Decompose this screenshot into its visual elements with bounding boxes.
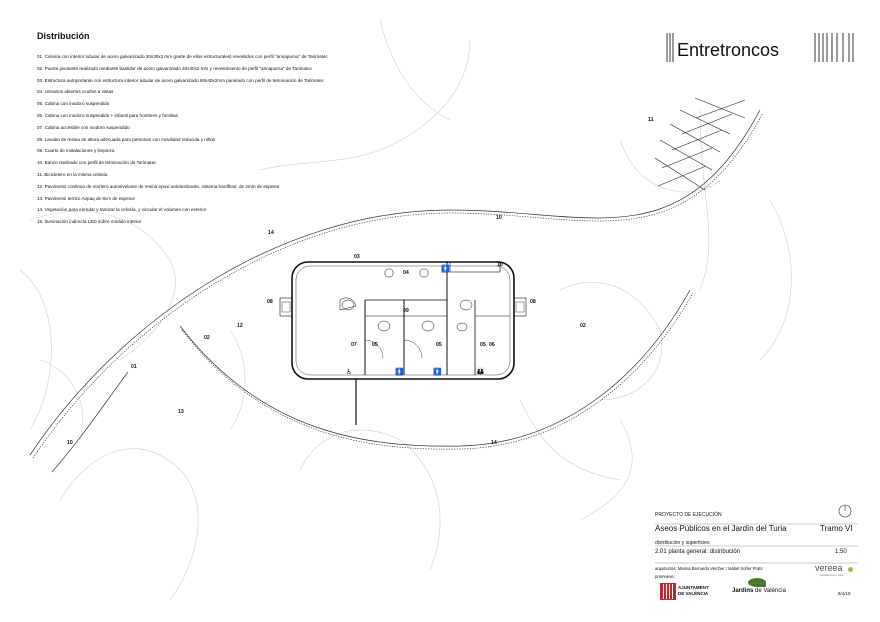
architects: arquitectos: Marina Bernardo Vercher / I… [655, 566, 763, 571]
plan-label: 14 [491, 440, 497, 446]
project-title: Aseos Públicos en el Jardín del Turia [655, 524, 787, 533]
legend-item: 09. Cuarto de instalaciones y limpieza [37, 148, 115, 154]
plan-label: 05 [372, 342, 378, 348]
promoter-label: promueve: [655, 574, 675, 579]
legend-item: 08. Lavabo de resina de altura adecuada … [37, 136, 216, 142]
plan-label: 10 [496, 215, 502, 221]
plan-label: 10 [67, 440, 73, 446]
legend-item: 15. Iluminación indirecta LED sobre módu… [37, 219, 142, 225]
legend-item: 04. Urinarios abiertos ocultos a vistas [37, 89, 114, 95]
legend-item: 06. Cabina con inodoro suspendido + infa… [37, 112, 178, 118]
client-jardins: Jardins de València [732, 588, 786, 594]
office-tagline: arquitectura y más [820, 573, 844, 577]
lattice-ring [29, 109, 764, 473]
vegetation-contours [19, 19, 792, 601]
plan-labels: 01 02 02 03 04 05 05 05 06 07 08 08 09 1… [67, 117, 654, 446]
drawing-date: 8/4/19 [838, 591, 851, 596]
legend-item: 12. Pavimento continuo de mortero autoni… [37, 183, 280, 189]
plan-label: 13 [178, 409, 184, 415]
north-arrow-icon [838, 504, 852, 518]
project-section: Tramo VI [820, 524, 853, 533]
plan-label: 03 [354, 254, 360, 260]
legend-item: 07. Cabina accesible con inodoro suspend… [37, 124, 130, 130]
legend-item: 03. Estructura autoportante con estructu… [37, 77, 324, 83]
legend-item: 14. Vegetación para enredar y tamizar la… [37, 207, 207, 213]
accessible-icon: ♿ [346, 368, 352, 376]
plan-label: 06 [489, 342, 495, 348]
legend-item: 13. Pavimento terrizo Airpaq de 8cm de e… [37, 195, 136, 201]
plan-label: 04 [403, 270, 409, 276]
plan-label: 05 [436, 342, 442, 348]
legend-list: 01. Celosía con interior tubular de acer… [37, 54, 328, 231]
sheet-name: 2.01 planta general: distribución [655, 549, 741, 555]
jardins-leaf-icon [748, 578, 766, 587]
person-icon: 🚹 [395, 367, 404, 376]
pavilion-building [279, 261, 527, 425]
plan-label: 07 [351, 342, 357, 348]
legend-title: Distribución [37, 31, 90, 41]
plan-label: 14 [268, 230, 274, 236]
plan-label: 15 [497, 262, 503, 268]
plan-label: 01 [131, 364, 137, 370]
legend-item: 02. Puerta pivotante realizado mediante … [37, 65, 313, 71]
family-icon: 👪 [476, 367, 485, 376]
office-logo: vereea [815, 563, 843, 573]
brand-name: Entretroncos [677, 40, 779, 60]
office-dot-icon [848, 567, 853, 572]
legend-item: 05. Cabina con inodoro suspendido [37, 101, 110, 107]
bicycle-rack [654, 97, 746, 191]
plan-label: 02 [204, 335, 210, 341]
title-block-lines [655, 523, 858, 564]
sheet-subtitle: distribución y superficies [655, 540, 710, 546]
entretroncos-logo: Entretroncos [666, 33, 854, 62]
client-ajuntament-line1: AJUNTAMENT [678, 585, 709, 590]
legend-item: 11. Bicicletero en la misma celosía [37, 171, 108, 177]
person-icon: 🚹 [441, 264, 450, 273]
person-icon: 🚹 [433, 367, 442, 376]
sheet-scale: 1:50 [835, 549, 847, 555]
project-phase: PROYECTO DE EJECUCIÓN [655, 512, 722, 518]
plan-label: 12 [237, 323, 243, 329]
legend-item: 10. Banco realizado con perfil de termin… [37, 160, 157, 166]
client-jardins-strong: Jardins [732, 588, 754, 594]
client-jardins-rest: de València [753, 588, 786, 594]
plan-label: 08 [267, 299, 273, 305]
plan-label: 08 [530, 299, 536, 305]
plan-label: 09 [403, 308, 409, 314]
plan-label: 11 [648, 117, 654, 123]
valencia-coat-of-arms-icon [660, 583, 676, 600]
plan-label: 05 [480, 342, 486, 348]
client-ajuntament-line2: DE VALÈNCIA [678, 591, 709, 596]
legend-item: 01. Celosía con interior tubular de acer… [37, 54, 328, 59]
plan-label: 02 [580, 323, 586, 329]
